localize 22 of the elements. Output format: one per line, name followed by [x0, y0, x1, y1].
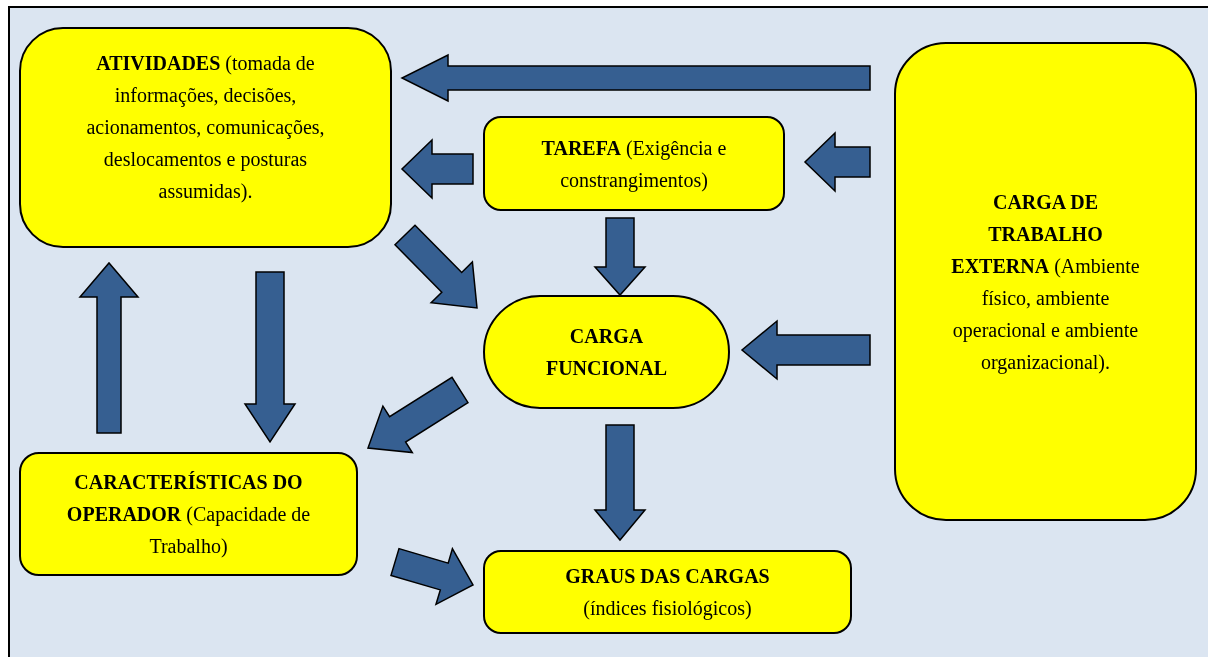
block-arrow	[393, 224, 478, 309]
node-text: CARACTERÍSTICAS DO OPERADOR (Capacidade de Trabalho)	[65, 470, 312, 559]
block-arrow	[400, 53, 871, 103]
block-arrow	[593, 217, 647, 297]
block-arrow	[400, 138, 474, 200]
node-text: GRAUS DAS CARGAS (índices fisiológicos)	[564, 564, 771, 622]
rounded-box	[19, 452, 358, 576]
rounded-box	[19, 27, 392, 248]
block-arrow	[366, 376, 470, 454]
node-text: ATIVIDADES (tomada de informações, decisões, acionamentos, comunicações, deslocamentos e posturas assumidas).	[85, 51, 326, 205]
block-arrow	[243, 271, 297, 444]
block-arrow	[740, 319, 871, 381]
block-arrow	[803, 131, 871, 193]
block-arrow	[390, 546, 475, 606]
node-text: CARGA FUNCIONAL	[544, 324, 669, 381]
rounded-box	[483, 116, 785, 211]
block-arrow	[593, 424, 647, 542]
node-text: TAREFA (Exigência e constrangimentos)	[540, 135, 728, 194]
rounded-box	[483, 550, 852, 634]
node-text: CARGA DE TRABALHO EXTERNA (Ambiente físico, ambiente operacional e ambiente organizacional).	[950, 189, 1141, 376]
rounded-box	[894, 42, 1197, 521]
block-arrow	[78, 261, 140, 434]
